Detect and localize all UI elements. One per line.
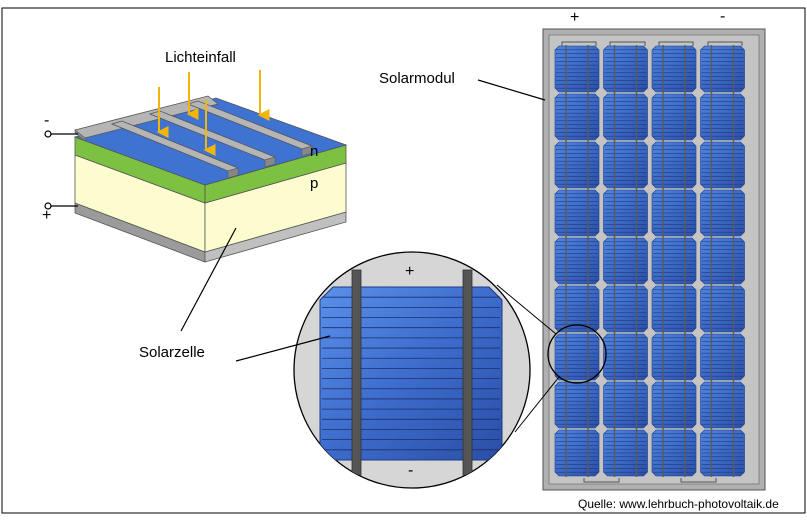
module-cell (554, 381, 600, 429)
string-connectors (561, 41, 743, 483)
pointer-module (477, 79, 546, 101)
module-cell (700, 237, 745, 285)
zoom-line-bottom (514, 376, 560, 433)
module-cell (700, 141, 745, 189)
solar-cell-block (44, 95, 348, 263)
module-cell (700, 93, 745, 141)
module-cell (651, 381, 697, 429)
zoom-circle (293, 251, 531, 489)
solar-module (542, 28, 766, 491)
source-credit: Quelle: www.lehrbuch-photovoltaik.de (578, 497, 779, 511)
module-cell (603, 285, 648, 333)
pointer-cell-zoom (235, 335, 331, 362)
module-cells (554, 45, 745, 477)
label-light-incidence: Lichteinfall (165, 49, 236, 66)
module-cell (554, 141, 600, 189)
module-cell (603, 141, 648, 189)
module-cell (603, 237, 648, 285)
module-cell (554, 93, 600, 141)
module-cell (554, 189, 600, 237)
busbar-right (462, 269, 473, 476)
pointer-cell-block (180, 227, 237, 332)
module-cell (700, 189, 745, 237)
module-cell (603, 381, 648, 429)
module-cell (700, 45, 745, 93)
module-cell (603, 45, 648, 93)
module-cell (700, 285, 745, 333)
module-cell (651, 333, 697, 381)
module-cell (700, 429, 745, 477)
label-n-layer: n (310, 143, 319, 160)
module-cell (651, 285, 697, 333)
module-cell (651, 93, 697, 141)
label-p-layer: p (310, 175, 319, 192)
cell-plus-label: + (42, 207, 52, 224)
label-solar-module: Solarmodul (379, 70, 455, 87)
module-cell (700, 333, 745, 381)
module-cell (603, 333, 648, 381)
module-cell (603, 189, 648, 237)
plus-terminal (44, 202, 52, 210)
module-cell (554, 45, 600, 93)
module-cell (554, 285, 600, 333)
module-cell (603, 429, 648, 477)
module-cell (651, 237, 697, 285)
zoom-line-top (496, 284, 557, 335)
module-cell (651, 45, 697, 93)
cell-minus-label: - (44, 112, 50, 129)
contact-fingers (110, 100, 314, 179)
module-cell (603, 93, 648, 141)
light-arrows (156, 70, 270, 156)
busbar-left (351, 269, 362, 476)
zoom-cell (319, 286, 503, 461)
zoom-plus-label: + (405, 263, 415, 280)
module-cell (554, 429, 600, 477)
module-cell (651, 141, 697, 189)
module-cell (651, 189, 697, 237)
module-minus-label: - (720, 8, 726, 25)
module-cell (700, 381, 745, 429)
label-solar-cell: Solarzelle (139, 344, 205, 361)
minus-terminal (44, 130, 52, 138)
module-cell (554, 333, 600, 381)
module-cell (651, 429, 697, 477)
module-cell (554, 237, 600, 285)
module-zoom-marker (547, 324, 607, 384)
module-plus-label: + (570, 9, 580, 26)
zoom-minus-label: - (408, 462, 414, 479)
